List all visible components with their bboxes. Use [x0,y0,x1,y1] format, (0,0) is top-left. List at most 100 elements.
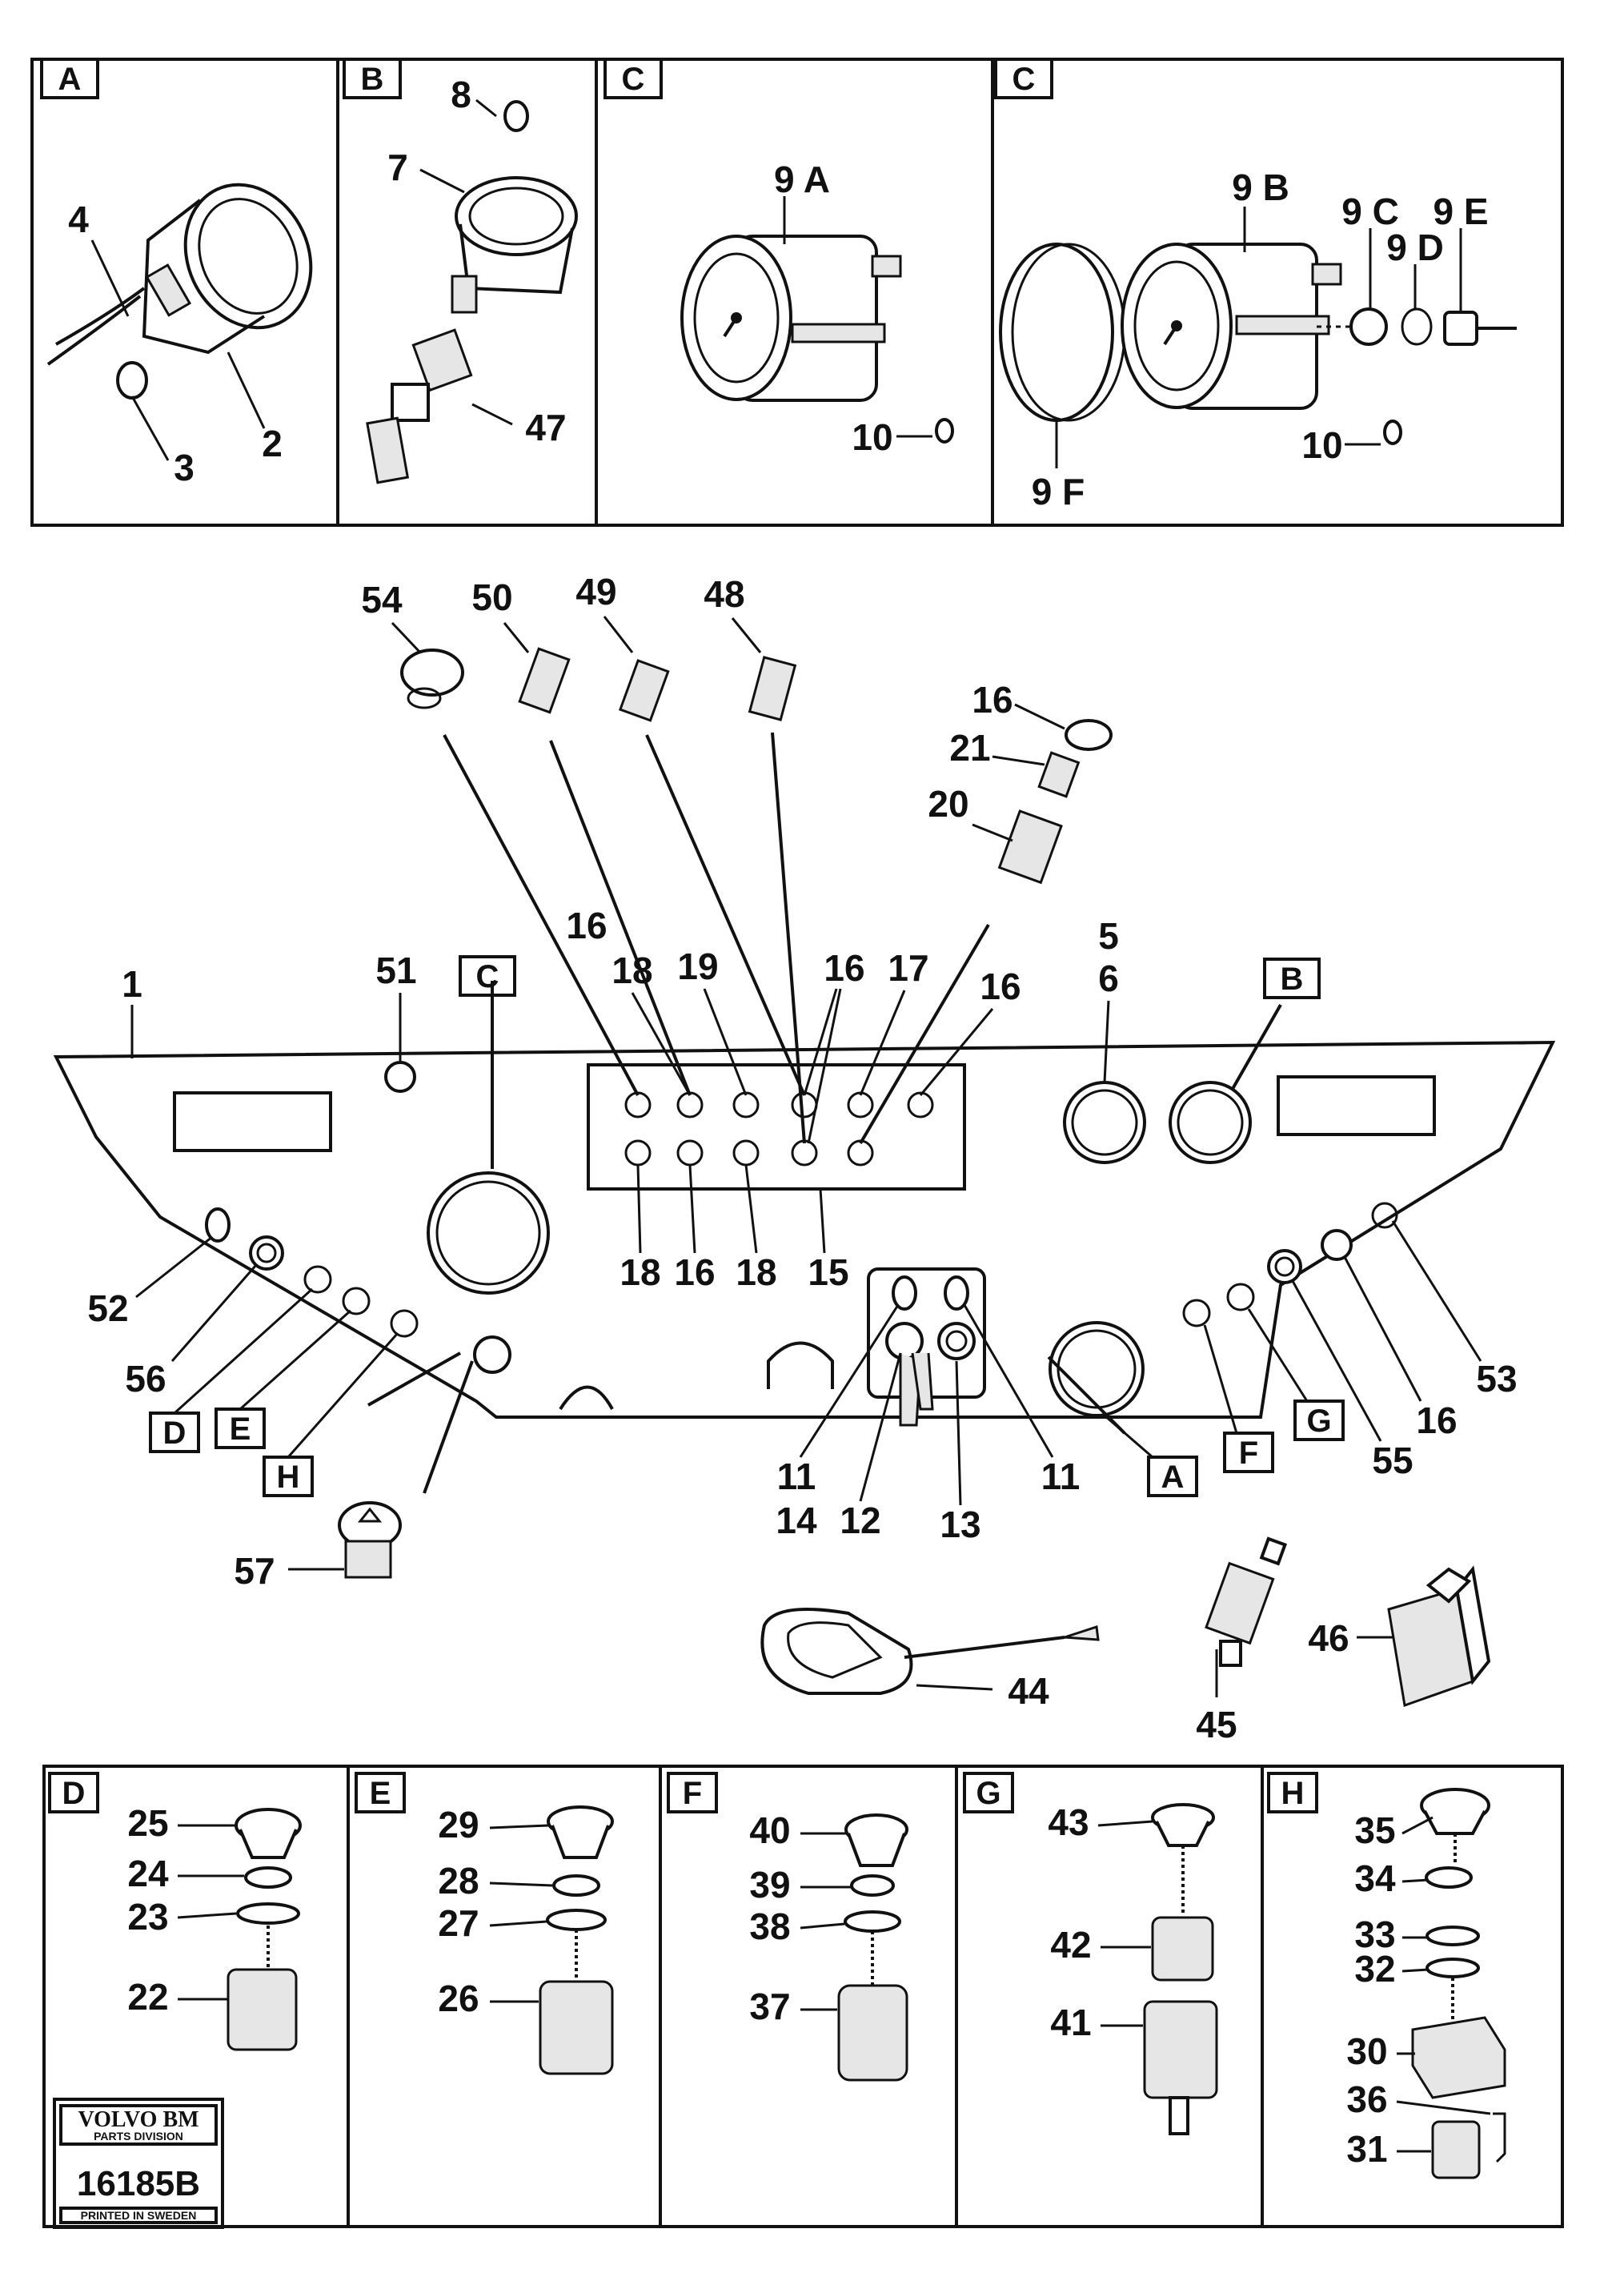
lamp-16-right [1321,1229,1353,1261]
label-32: 32 [1354,1948,1395,1990]
part-45-drawing [1205,1536,1288,1667]
label-12: 12 [840,1500,880,1541]
label-47: 47 [525,407,566,448]
callout-f: F [1239,1436,1258,1471]
label-18-bottom-1: 18 [620,1251,660,1293]
label-44: 44 [1008,1670,1049,1712]
main-leaders [367,732,1282,1494]
panel-b: B 8 7 47 [343,58,578,484]
switch-f-drawing [837,1813,908,2082]
dashboard-window-left [173,1091,332,1152]
callout-g: G [1306,1404,1331,1439]
label-16-cluster-2: 16 [824,947,864,989]
part-46-drawing [1387,1565,1491,1708]
panel-g-tag-box [963,1772,1014,1813]
callout-boxes: C B D E H A F G [149,955,1345,1497]
switch-g-drawing [1143,1803,1218,2135]
part-44-drawing [760,1608,1100,1695]
callout-h: H [277,1460,300,1495]
label-52: 52 [87,1287,128,1329]
panel-b-tag-box [343,58,402,99]
label-18-top: 18 [612,950,652,991]
label-53: 53 [1476,1358,1517,1400]
label-15: 15 [808,1251,848,1293]
label-55: 55 [1372,1440,1413,1481]
callout-g-box [1293,1400,1345,1441]
callout-a: A [1161,1460,1185,1495]
callout-f-box [1223,1432,1274,1473]
panel-c2: C 9 B 9 C 9 D 9 E 9 F 10 [994,58,1517,512]
label-19: 19 [677,946,718,987]
panel-a-tag-box [40,58,99,99]
label-43: 43 [1048,1801,1089,1843]
logo-brand: VOLVO BM [78,2107,198,2132]
label-31: 31 [1346,2128,1387,2170]
panel-f-tag-box [667,1772,718,1813]
control-d [303,1265,332,1294]
drawing-number: 16185B [77,2164,200,2203]
label-3: 3 [174,447,194,488]
gauge-opening-b [1169,1081,1252,1164]
switch-53 [1371,1202,1398,1229]
control-h [390,1309,419,1338]
callout-e: E [230,1412,251,1447]
logo-printed: PRINTED IN SWEDEN [81,2209,197,2222]
logo-division: PARTS DIVISION [94,2130,183,2142]
warning-lamp-b-drawing [366,100,578,484]
panel-h-tag-box [1267,1772,1318,1813]
tachometer-a-drawing [46,183,313,400]
callout-c: C [476,959,499,994]
label-20: 20 [928,783,968,825]
control-e [342,1287,371,1315]
panel-f-tag: F [683,1776,702,1811]
label-4: 4 [68,199,89,240]
label-26: 26 [438,1978,479,2019]
label-10a: 10 [852,416,892,458]
label-29: 29 [438,1804,479,1845]
label-38: 38 [749,1906,790,1947]
label-8: 8 [451,74,471,115]
label-30: 30 [1346,2030,1387,2072]
label-48: 48 [704,573,744,615]
label-49: 49 [575,571,616,612]
label-54: 54 [361,579,403,620]
label-25: 25 [127,1802,168,1844]
label-11-right: 11 [1041,1456,1081,1497]
label-22: 22 [127,1976,168,2018]
label-51: 51 [375,950,416,991]
label-35: 35 [1354,1809,1395,1851]
callout-b-box [1263,958,1321,999]
label-9e: 9 E [1433,191,1488,232]
panel-d-tag: D [62,1776,86,1811]
panel-d: D 25 24 23 22 [48,1772,302,2051]
panel-a: A 4 3 2 [40,58,313,488]
label-16-right: 16 [1416,1400,1457,1441]
callout-d: D [163,1416,186,1451]
label-57: 57 [234,1550,275,1592]
control-57 [473,1335,511,1374]
label-42: 42 [1050,1924,1091,1966]
control-f [1182,1299,1211,1327]
panel-a-tag: A [58,62,82,97]
label-33: 33 [1354,1914,1395,1955]
panel-e-tag: E [370,1776,391,1811]
label-11-left: 11 [777,1456,816,1497]
panel-c2-tag: C [1012,62,1036,97]
callout-b: B [1281,962,1304,997]
panel-g: G 43 42 41 [963,1772,1218,2135]
label-16-top: 16 [972,679,1012,721]
label-24: 24 [127,1853,169,1894]
control-g [1226,1283,1255,1311]
label-40: 40 [749,1809,790,1851]
gauge-opening-c [427,1171,550,1295]
label-50: 50 [471,576,512,618]
label-9a: 9 A [774,159,830,200]
label-9c: 9 C [1341,191,1399,232]
label-16-cluster-1: 16 [566,905,607,946]
panel-b-tag: B [361,62,384,97]
switch-52 [205,1207,231,1243]
label-16-bottom: 16 [674,1251,715,1293]
panel-h: H 35 34 33 32 30 36 31 [1267,1772,1506,2179]
label-14: 14 [776,1500,817,1541]
